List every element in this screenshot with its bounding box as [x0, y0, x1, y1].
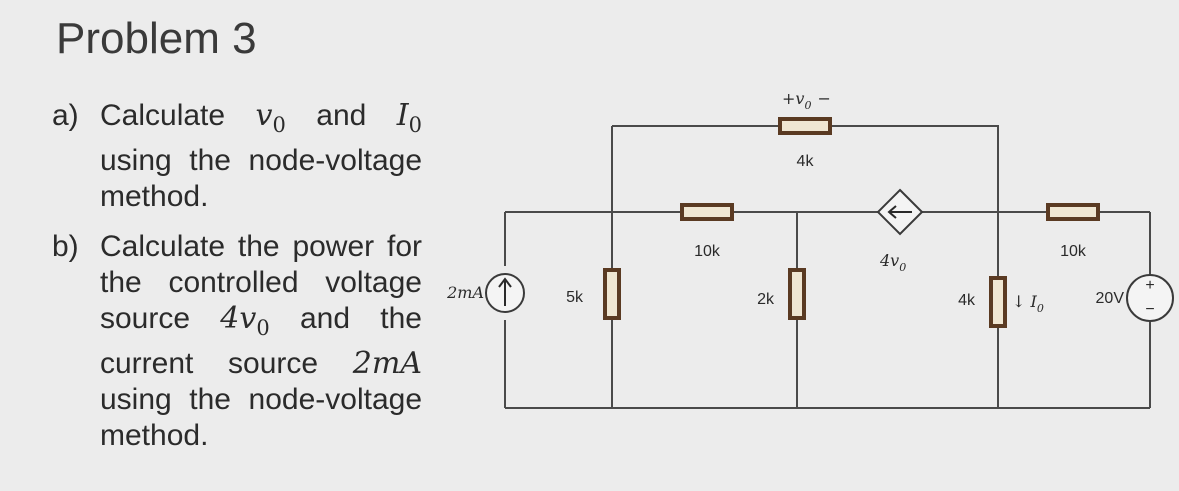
part-b-text-3: using the node-voltage method.: [100, 383, 422, 452]
label-10k-right: 10k: [1060, 243, 1087, 260]
var-i0-sub: 0: [408, 113, 422, 137]
voltage-source-circle: [1126, 274, 1174, 322]
vo-sub: 0: [804, 99, 811, 112]
resistor-2k: [788, 268, 806, 320]
circuit-wires: [504, 125, 1151, 409]
part-a-marker: a): [52, 99, 79, 132]
label-io: ↓ I0: [1012, 292, 1044, 315]
current-source: [485, 273, 525, 313]
resistor-4k-top: [778, 117, 832, 135]
dep-source-sub: 0: [899, 261, 906, 274]
voltage-source-plus: +: [1145, 277, 1154, 294]
resistor-4k: [989, 276, 1007, 328]
voltage-source: + −: [1126, 274, 1174, 322]
dependent-source: [876, 188, 924, 236]
left-arrow-icon: [887, 205, 912, 219]
resistor-10k-right: [1046, 203, 1100, 221]
label-dependent-source: 4v0: [879, 251, 906, 274]
voltage-source-minus: −: [1145, 301, 1154, 318]
part-b-text-1: Calculate the power for the controlled v…: [100, 230, 422, 335]
var-i0: I0: [396, 98, 422, 137]
vo-polarity-label: +v0−: [782, 89, 831, 112]
problem-title: Problem 3: [56, 14, 257, 63]
label-10k-left: 10k: [694, 243, 721, 260]
var-i0-letter: I: [396, 98, 409, 133]
io-sub: 0: [1037, 302, 1044, 315]
var-v0: v0: [255, 98, 286, 137]
part-a-text-2: and: [285, 99, 397, 132]
problem-statement: a) Calculate v0 and I0 using the node-vo…: [52, 98, 422, 454]
label-5k: 5k: [566, 289, 584, 306]
part-a-text: Calculate v0 and I0 using the node-volta…: [100, 98, 422, 215]
var-4v0-letter: 4v: [220, 301, 257, 336]
var-4v0: 4v0: [220, 301, 269, 340]
var-4v0-sub: 0: [256, 316, 270, 340]
var-v0-sub: 0: [272, 113, 286, 137]
vo-plus-v: +v: [782, 89, 804, 108]
part-a-text-1: Calculate: [100, 99, 256, 132]
label-4k: 4k: [958, 292, 976, 309]
part-b: b) Calculate the power for the controlle…: [52, 229, 422, 454]
label-20v: 20V: [1096, 290, 1125, 307]
var-2ma: 2mA: [352, 346, 422, 381]
label-2k: 2k: [757, 291, 775, 308]
resistor-5k: [603, 268, 621, 320]
resistor-10k-left: [680, 203, 734, 221]
part-a: a) Calculate v0 and I0 using the node-vo…: [52, 98, 422, 215]
dep-source-letter: 4v: [879, 251, 899, 270]
part-b-marker: b): [52, 230, 79, 263]
label-4k-top: 4k: [797, 153, 815, 170]
io-letter: ↓ I: [1012, 292, 1037, 311]
vo-minus: −: [817, 89, 830, 108]
part-b-text: Calculate the power for the controlled v…: [100, 229, 422, 454]
label-2ma: 2mA: [446, 283, 484, 302]
up-arrow-icon: [498, 277, 512, 306]
part-b-text-2: and the current source: [100, 302, 422, 380]
part-a-text-3: using the node-voltage method.: [100, 144, 422, 213]
top-wire: [612, 125, 999, 212]
var-v0-letter: v: [255, 98, 273, 133]
